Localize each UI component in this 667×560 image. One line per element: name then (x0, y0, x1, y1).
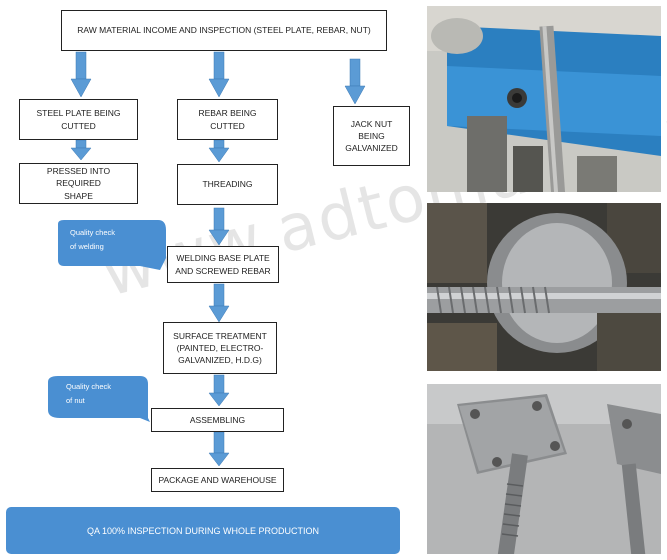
raw-material-box: RAW MATERIAL INCOME AND INSPECTION (STEE… (61, 10, 387, 51)
welding-box: WELDING BASE PLATE AND SCREWED REBAR (167, 246, 279, 283)
photo-threaded-rebar (427, 203, 661, 371)
assembling-box: ASSEMBLING (151, 408, 284, 432)
pressed-box: PRESSED INTO REQUIRED SHAPE (19, 163, 138, 204)
rebar-box: REBAR BEING CUTTED (177, 99, 278, 140)
nut-check-text: Quality check of nut (66, 382, 112, 406)
photo-threading-machine (427, 6, 661, 192)
qa-banner-text: QA 100% INSPECTION DURING WHOLE PRODUCTI… (86, 525, 320, 536)
welding-check-text: Quality check of welding (70, 228, 116, 252)
steel-plate-box: STEEL PLATE BEING CUTTED (19, 99, 138, 140)
photo-base-plates (427, 384, 661, 554)
package-box: PACKAGE AND WAREHOUSE (151, 468, 284, 492)
threading-box: THREADING (177, 164, 278, 205)
surface-treatment-box: SURFACE TREATMENT (PAINTED, ELECTRO- GAL… (163, 322, 277, 374)
jack-nut-box: JACK NUT BEING GALVANIZED (333, 106, 410, 166)
qa-banner: QA 100% INSPECTION DURING WHOLE PRODUCTI… (6, 507, 400, 554)
